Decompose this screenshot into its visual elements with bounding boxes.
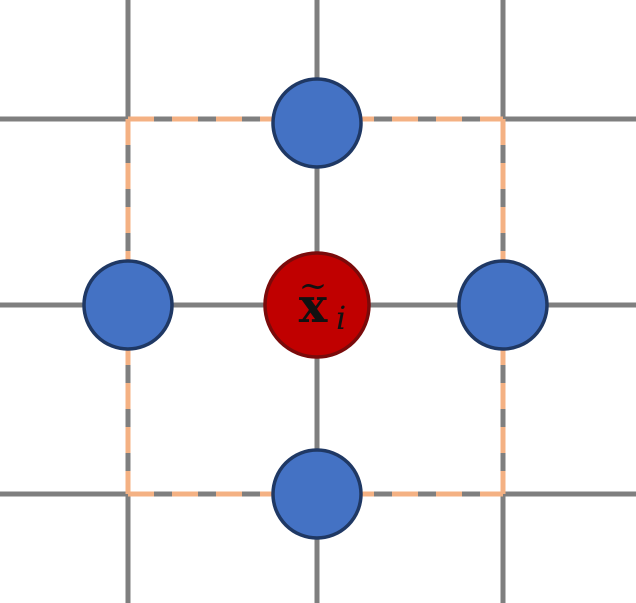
center-node-group: ~ x i	[263, 251, 371, 359]
center-node-symbol: x	[299, 278, 328, 334]
center-node-subscript: i	[336, 299, 346, 337]
neighbor-node-left	[82, 259, 174, 351]
neighbor-node-bottom	[271, 448, 363, 540]
center-node	[263, 251, 371, 359]
center-node-accent: ~	[299, 266, 328, 306]
neighbor-nodes	[82, 77, 549, 540]
neighbor-node-top	[271, 77, 363, 169]
neighbor-node-right	[457, 259, 549, 351]
